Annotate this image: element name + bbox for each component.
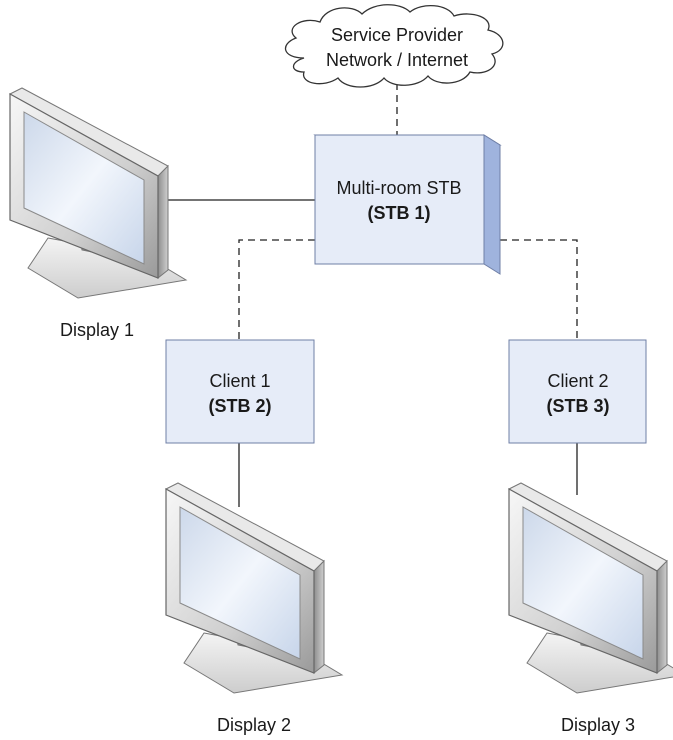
display1-label: Display 1 bbox=[60, 320, 134, 340]
multiroom-stb-node: Multi-room STB (STB 1) bbox=[313, 134, 502, 275]
connectors bbox=[163, 83, 578, 507]
cloud-icon bbox=[285, 4, 504, 88]
display3 bbox=[507, 482, 673, 694]
monitor-icon bbox=[164, 482, 344, 694]
display3-label: Display 3 bbox=[561, 715, 635, 735]
multiroom-stb-box bbox=[314, 134, 485, 265]
display2 bbox=[164, 482, 344, 694]
cloud-label-line1: Service Provider bbox=[331, 25, 463, 45]
multiroom-stb-side bbox=[483, 134, 501, 275]
monitor-icon bbox=[507, 482, 673, 694]
client1-box bbox=[165, 339, 315, 444]
cloud-label-line2: Network / Internet bbox=[326, 50, 468, 70]
connector-stb1-client2 bbox=[500, 239, 578, 340]
client2-name: Client 2 bbox=[547, 371, 608, 391]
cloud-node: Service Provider Network / Internet bbox=[285, 4, 504, 88]
client1-node: Client 1 (STB 2) bbox=[165, 339, 315, 444]
client2-node: Client 2 (STB 3) bbox=[508, 339, 647, 444]
multiroom-stb-id: (STB 1) bbox=[368, 203, 431, 223]
multiroom-stb-name: Multi-room STB bbox=[336, 178, 461, 198]
monitor-icon bbox=[8, 87, 188, 299]
client1-id: (STB 2) bbox=[209, 396, 272, 416]
client2-id: (STB 3) bbox=[547, 396, 610, 416]
client2-box bbox=[508, 339, 647, 444]
display1 bbox=[8, 87, 188, 299]
connector-stb1-client1 bbox=[238, 239, 315, 340]
display2-label: Display 2 bbox=[217, 715, 291, 735]
client1-name: Client 1 bbox=[209, 371, 270, 391]
